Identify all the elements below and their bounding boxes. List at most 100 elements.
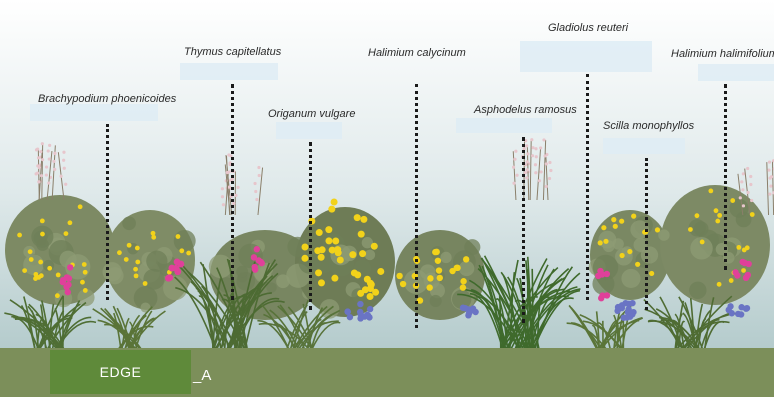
plant-label-brachypodium: Brachypodium phoenicoides: [38, 93, 176, 105]
asphodel-spikes-left-bloom: [41, 142, 44, 145]
shrub-right-foliage: [621, 269, 640, 288]
blue-scilla-center: [357, 315, 363, 321]
asphodel-spikes-center-bloom: [531, 146, 534, 149]
asphodel-spikes-left-bloom: [62, 159, 65, 162]
asphodel-spikes-center-bloom: [534, 163, 537, 166]
yellow-flower-far-right: [715, 219, 720, 224]
asphodel-spikes-center-left-bloom: [222, 203, 225, 206]
label-box-origanum: [276, 122, 342, 139]
asphodel-spikes-center-bloom: [526, 152, 529, 155]
label-box-scilla: [603, 138, 685, 154]
asphodel-spikes-left-bloom: [40, 174, 43, 177]
yellow-flower-right: [631, 214, 636, 219]
yellow-flower-center: [318, 254, 325, 261]
blue-scilla-right: [615, 304, 621, 310]
yellow-flower-center: [359, 250, 366, 257]
yellow-flower-far-right: [714, 208, 719, 213]
pink-gladiolus-far-right: [739, 259, 745, 265]
shrub-right-foliage: [641, 246, 658, 263]
asphodel-spikes-center-left-bloom: [253, 182, 256, 185]
yellow-flower-left-2: [143, 281, 148, 286]
pink-gladiolus-right: [595, 273, 601, 279]
asphodel-spikes-left-bloom: [41, 158, 44, 161]
shrub-left-2-foliage: [146, 251, 167, 272]
yellow-flower-left: [47, 266, 52, 271]
yellow-flower-left: [22, 268, 27, 273]
leader-line-origanum: [309, 142, 312, 310]
blue-scilla-far-right: [743, 306, 749, 312]
shrub-far-right-foliage: [736, 212, 752, 228]
yellow-flower-left: [68, 220, 73, 225]
asphodel-spikes-center-bloom: [526, 160, 529, 163]
asphodel-spikes-right-bloom: [741, 188, 744, 191]
asphodel-spikes-center-bloom: [542, 138, 545, 141]
shrub-center-foliage: [365, 250, 376, 261]
yellow-flower-center: [357, 290, 364, 297]
asphodel-spikes-center-bloom: [544, 154, 547, 157]
plant-label-asphodelus: Asphodelus ramosus: [474, 104, 577, 116]
yellow-flower-center: [367, 285, 374, 292]
yellow-flower-right: [649, 271, 654, 276]
blue-scilla-far-right: [735, 311, 741, 317]
pink-gladiolus-left-2: [165, 275, 172, 282]
shrub-far-right-foliage: [689, 282, 706, 299]
pink-gladiolus-center: [252, 264, 258, 270]
asphodel-spikes-right-bloom: [749, 175, 752, 178]
asphodel-spikes-center-left-bloom: [221, 195, 224, 198]
asphodel-spikes-center-bloom: [548, 161, 551, 164]
pink-gladiolus-left: [67, 264, 73, 270]
leader-line-asphodelus: [522, 137, 525, 323]
yellow-flower-center-right: [454, 265, 460, 271]
asphodel-spikes-center-bloom: [531, 154, 534, 157]
asphodel-spikes-center-left-bloom: [236, 186, 239, 189]
yellow-flower-right: [619, 219, 624, 224]
asphodel-spikes-left-bloom: [62, 151, 65, 154]
asphodel-spikes-center-left-bloom: [257, 166, 260, 169]
yellow-flower-center: [354, 271, 361, 278]
asphodel-spikes-center-bloom: [512, 182, 515, 185]
yellow-flower-left: [56, 273, 61, 278]
asphodel-spikes-right-bloom: [746, 191, 749, 194]
blue-scilla-right: [624, 314, 630, 320]
yellow-flower-left-2: [186, 251, 191, 256]
yellow-flower-center: [334, 246, 341, 253]
shrub-left-2-foliage: [143, 269, 164, 290]
plant-label-gladiolus: Gladiolus reuteri: [548, 22, 628, 34]
asphodel-spikes-left-bloom: [47, 181, 50, 184]
asphodel-spikes-center-bloom: [548, 177, 551, 180]
yellow-flower-left: [28, 249, 33, 254]
leader-line-halimium-calycinum: [415, 84, 418, 328]
asphodel-spikes-right-bloom: [769, 185, 772, 188]
asphodel-spikes-left-bloom: [35, 172, 38, 175]
asphodel-spikes-right-bloom: [740, 180, 743, 183]
asphodel-spikes-center-bloom: [545, 185, 548, 188]
asphodel-spikes-right-bloom: [768, 161, 771, 164]
asphodel-spikes-center-left-bloom: [221, 187, 224, 190]
edge-label: EDGE: [50, 350, 191, 394]
asphodel-spikes-left-bloom: [63, 167, 66, 170]
asphodel-spikes-center-bloom: [526, 168, 529, 171]
yellow-flower-center: [354, 214, 361, 221]
pink-gladiolus-center: [256, 257, 262, 263]
yellow-flower-left: [38, 260, 43, 265]
yellow-flower-right: [635, 262, 640, 267]
leader-line-gladiolus: [586, 74, 589, 300]
blue-scilla-center: [357, 301, 363, 307]
asphodel-spikes-center-bloom: [535, 155, 538, 158]
asphodel-spikes-left-bloom: [45, 173, 48, 176]
yellow-flower-center: [331, 199, 338, 206]
blue-scilla-center: [367, 306, 373, 312]
yellow-flower-center-right: [427, 275, 433, 281]
yellow-flower-left: [29, 257, 34, 262]
pink-gladiolus-center: [254, 246, 260, 252]
yellow-flower-center: [301, 243, 308, 250]
asphodel-spikes-center-left-bloom: [226, 171, 229, 174]
edge-suffix-label: _A: [193, 367, 211, 384]
yellow-flower-right: [603, 239, 608, 244]
label-box-gladiolus: [520, 41, 652, 72]
asphodel-spikes-left-bloom: [53, 152, 56, 155]
blue-scilla-center: [366, 314, 372, 320]
asphodel-spikes-left-bloom: [59, 175, 62, 178]
yellow-flower-center: [301, 255, 308, 262]
blue-scilla-right: [629, 300, 635, 306]
